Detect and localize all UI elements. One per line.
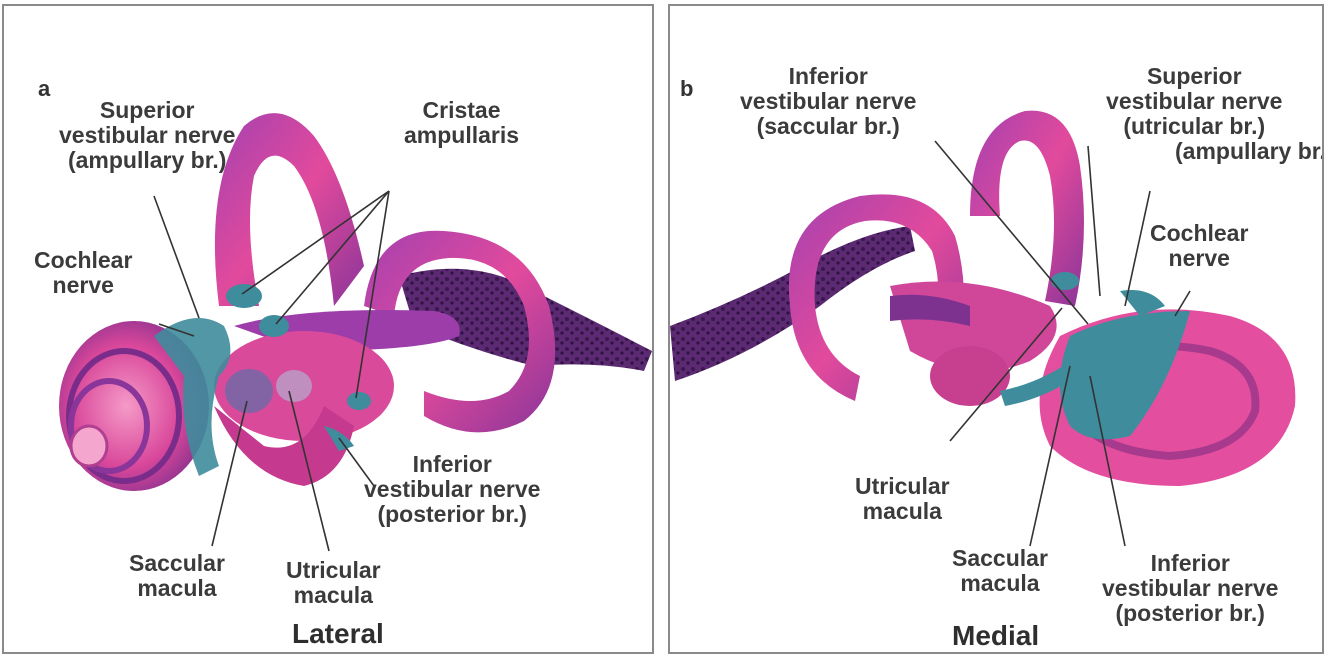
label-line: vestibular nerve bbox=[1102, 576, 1278, 601]
label-line: macula bbox=[855, 499, 950, 524]
label-line: nerve bbox=[34, 273, 132, 298]
label-inferior-vestibular-nerve-saccular: Inferior vestibular nerve (saccular br.) bbox=[740, 64, 916, 139]
label-line: Inferior bbox=[740, 64, 916, 89]
label-line: Cristae bbox=[404, 98, 519, 123]
label-cochlear-nerve: Cochlear nerve bbox=[34, 248, 132, 298]
label-line: Cochlear bbox=[1150, 221, 1248, 246]
label-line: (posterior br.) bbox=[1102, 601, 1278, 626]
label-utricular-macula: Utricular macula bbox=[286, 558, 381, 608]
cochlea-apex bbox=[71, 426, 107, 466]
label-superior-vestibular-nerve: Superior vestibular nerve (ampullary br.… bbox=[59, 98, 235, 173]
view-title-medial: Medial bbox=[952, 620, 1039, 652]
label-cristae-ampullaris: Cristae ampullaris bbox=[404, 98, 519, 148]
label-line: Inferior bbox=[1102, 551, 1278, 576]
label-line: macula bbox=[952, 571, 1048, 596]
label-line: vestibular nerve bbox=[59, 123, 235, 148]
label-utricular-macula: Utricular macula bbox=[855, 474, 950, 524]
label-inferior-vestibular-nerve-posterior: Inferior vestibular nerve (posterior br.… bbox=[1102, 551, 1278, 626]
utricular-macula-mark bbox=[276, 370, 312, 402]
label-line: Superior bbox=[59, 98, 235, 123]
crista-anterior bbox=[226, 284, 262, 308]
superior-semicircular-canal bbox=[215, 113, 364, 306]
label-line: Utricular bbox=[286, 558, 381, 583]
label-saccular-macula: Saccular macula bbox=[129, 551, 225, 601]
label-line: macula bbox=[129, 576, 225, 601]
label-line: Saccular bbox=[129, 551, 225, 576]
label-line: Superior bbox=[1055, 64, 1324, 89]
label-line: (ampullary br.) bbox=[1055, 139, 1324, 164]
label-line: (ampullary br.) bbox=[59, 148, 235, 173]
label-line: Cochlear bbox=[34, 248, 132, 273]
label-line: macula bbox=[286, 583, 381, 608]
label-line: vestibular nerve bbox=[740, 89, 916, 114]
label-line: vestibular nerve bbox=[364, 477, 540, 502]
crista-mark bbox=[1051, 272, 1079, 290]
label-superior-vestibular-nerve: Superior vestibular nerve (utricular br.… bbox=[1055, 64, 1324, 164]
panel-lateral: a Superior vestibular nerve (ampullary b… bbox=[2, 4, 654, 654]
label-line: Inferior bbox=[364, 452, 540, 477]
panel-letter-a: a bbox=[38, 76, 50, 102]
saccule-body bbox=[930, 346, 1010, 406]
view-title-lateral: Lateral bbox=[292, 618, 384, 650]
crista-posterior bbox=[347, 392, 371, 410]
label-line: (posterior br.) bbox=[364, 502, 540, 527]
crista-lateral bbox=[259, 315, 289, 337]
saccular-macula-mark bbox=[225, 369, 273, 413]
label-line: (utricular br.) bbox=[1055, 114, 1324, 139]
label-saccular-macula: Saccular macula bbox=[952, 546, 1048, 596]
label-line: ampullaris bbox=[404, 123, 519, 148]
label-line: Saccular bbox=[952, 546, 1048, 571]
label-line: nerve bbox=[1150, 246, 1248, 271]
panel-medial: b Inferior vestibular nerve (saccular br… bbox=[668, 4, 1324, 654]
label-line: (saccular br.) bbox=[740, 114, 916, 139]
label-line: Utricular bbox=[855, 474, 950, 499]
label-cochlear-nerve: Cochlear nerve bbox=[1150, 221, 1248, 271]
label-inferior-vestibular-nerve: Inferior vestibular nerve (posterior br.… bbox=[364, 452, 540, 527]
label-line: vestibular nerve bbox=[1055, 89, 1324, 114]
panel-letter-b: b bbox=[680, 76, 693, 102]
